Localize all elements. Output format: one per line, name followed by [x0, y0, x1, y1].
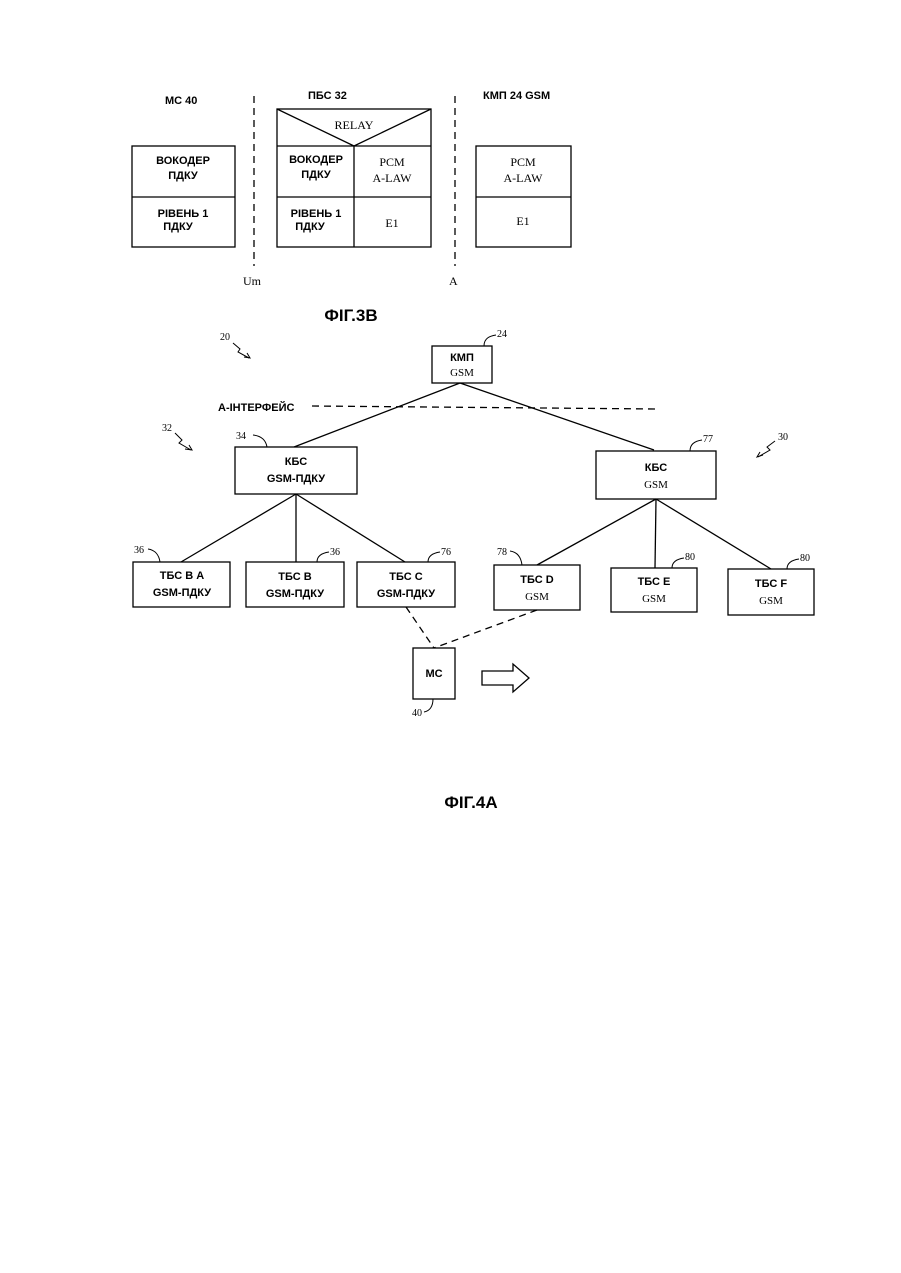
- tbs-b-box: [246, 562, 344, 607]
- pbs-protocol-stack: RELAY ВОКОДЕР ПДКУ PCM A-LAW РІВЕНЬ 1 ПД…: [277, 109, 431, 247]
- kbs-right-sublabel: GSM: [644, 479, 668, 491]
- tbs-f-label: ТБС F: [755, 578, 787, 590]
- pbs-pcm-label: PCM: [379, 155, 405, 169]
- ref-36-second: 36: [330, 547, 340, 558]
- ref-34-leader: [253, 435, 267, 447]
- tbs-c-sublabel: GSM-ПДКУ: [377, 588, 435, 600]
- pbs-alaw-label: A-LAW: [372, 171, 412, 185]
- pbs-vocoder-sublabel: ПДКУ: [301, 169, 331, 181]
- kmp-protocol-stack: PCM A-LAW E1: [476, 146, 571, 247]
- ref-30-arrow: [758, 441, 775, 457]
- ref-32: 32: [162, 423, 172, 434]
- ref-36-second-leader: [317, 552, 329, 562]
- pbs-e1-label: E1: [385, 216, 398, 230]
- a-interface-label: A: [449, 274, 458, 288]
- figure-4a: 20 КМП GSM 24 А-ІНТЕРФЕЙС 32 30 КБС GSM-…: [133, 329, 814, 812]
- ref-36-first-leader: [148, 549, 160, 562]
- ms-level1-label: РІВЕНЬ 1: [158, 208, 209, 220]
- ref-36-first: 36: [134, 545, 144, 556]
- ms-vocoder-label: ВОКОДЕР: [156, 155, 210, 167]
- pbs-vocoder-label: ВОКОДЕР: [289, 154, 343, 166]
- tbs-d-box: [494, 565, 580, 610]
- kbs-right-label: КБС: [645, 462, 667, 474]
- kmp-alaw-label: A-LAW: [503, 171, 543, 185]
- figure-3b-caption: ФІГ.3В: [324, 306, 377, 325]
- link-kbs-left-tbs-ba: [181, 494, 296, 562]
- ref-24-leader: [484, 335, 496, 346]
- ref-80-second-leader: [787, 559, 799, 569]
- ref-77: 77: [703, 434, 713, 445]
- link-kmp-kbs-left: [294, 383, 460, 447]
- column-label-ms: МС 40: [165, 95, 197, 107]
- tbs-e-box: [611, 568, 697, 612]
- kbs-left-sublabel: GSM-ПДКУ: [267, 473, 325, 485]
- pbs-level1-label: РІВЕНЬ 1: [291, 208, 342, 220]
- pbs-level1-sublabel: ПДКУ: [295, 221, 325, 233]
- link-kbs-right-tbs-e: [655, 499, 656, 568]
- link-kmp-kbs-right: [460, 383, 654, 450]
- tbs-f-sublabel: GSM: [759, 595, 783, 607]
- column-label-pbs: ПБС 32: [308, 90, 347, 102]
- kmp-e1-label: E1: [516, 214, 529, 228]
- ref-30: 30: [778, 432, 788, 443]
- ref-34: 34: [236, 431, 246, 442]
- link-kbs-left-tbs-c: [296, 494, 405, 562]
- link-kbs-right-tbs-d: [537, 499, 656, 565]
- tbs-e-label: ТБС Е: [638, 576, 671, 588]
- radio-link-tbs-c-ms: [406, 607, 434, 648]
- ref-76: 76: [441, 547, 451, 558]
- tbs-c-box: [357, 562, 455, 607]
- um-interface-label: Um: [243, 274, 262, 288]
- ref-77-leader: [690, 440, 702, 451]
- ref-80-first-leader: [672, 558, 684, 568]
- tbs-f-box: [728, 569, 814, 615]
- ref-40: 40: [412, 708, 422, 719]
- tbs-d-sublabel: GSM: [525, 591, 549, 603]
- tbs-d-label: ТБС D: [520, 574, 553, 586]
- tbs-ba-sublabel: GSM-ПДКУ: [153, 587, 211, 599]
- kbs-left-box: [235, 447, 357, 494]
- relay-label: RELAY: [335, 118, 374, 132]
- tbs-ba-box: [133, 562, 230, 607]
- ref-78: 78: [497, 547, 507, 558]
- figure-4a-caption: ФІГ.4А: [444, 793, 497, 812]
- tbs-ba-label: ТБС В А: [160, 570, 204, 582]
- kmp-box-sublabel: GSM: [450, 367, 474, 379]
- tbs-e-sublabel: GSM: [642, 593, 666, 605]
- a-interface-label: А-ІНТЕРФЕЙС: [218, 401, 294, 414]
- ref-32-arrow: [175, 433, 191, 450]
- column-label-kmp: КМП 24 GSM: [483, 90, 550, 102]
- kmp-box-label: КМП: [450, 352, 474, 364]
- ref-80-first: 80: [685, 552, 695, 563]
- ref-20: 20: [220, 332, 230, 343]
- ref-76-leader: [428, 552, 440, 562]
- movement-arrow-icon: [482, 664, 529, 692]
- ref-24: 24: [497, 329, 507, 340]
- a-interface-dashed-line: [312, 406, 658, 409]
- ms-box-label: МС: [425, 668, 442, 680]
- ms-vocoder-sublabel: ПДКУ: [168, 170, 198, 182]
- tbs-b-sublabel: GSM-ПДКУ: [266, 588, 324, 600]
- kbs-right-box: [596, 451, 716, 499]
- ref-80-second: 80: [800, 553, 810, 564]
- ref-78-leader: [510, 551, 522, 565]
- ref-20-arrow: [233, 343, 249, 358]
- figure-3b: МС 40 ПБС 32 КМП 24 GSM ВОКОДЕР ПДКУ РІВ…: [132, 90, 571, 325]
- ms-protocol-stack: ВОКОДЕР ПДКУ РІВЕНЬ 1 ПДКУ: [132, 146, 235, 247]
- radio-link-tbs-d-ms: [434, 610, 537, 648]
- kmp-pcm-label: PCM: [510, 155, 536, 169]
- kbs-left-label: КБС: [285, 456, 307, 468]
- link-kbs-right-tbs-f: [656, 499, 771, 569]
- tbs-c-label: ТБС С: [389, 571, 422, 583]
- tbs-b-label: ТБС В: [278, 571, 311, 583]
- ms-level1-sublabel: ПДКУ: [163, 221, 193, 233]
- ref-40-leader: [424, 699, 433, 712]
